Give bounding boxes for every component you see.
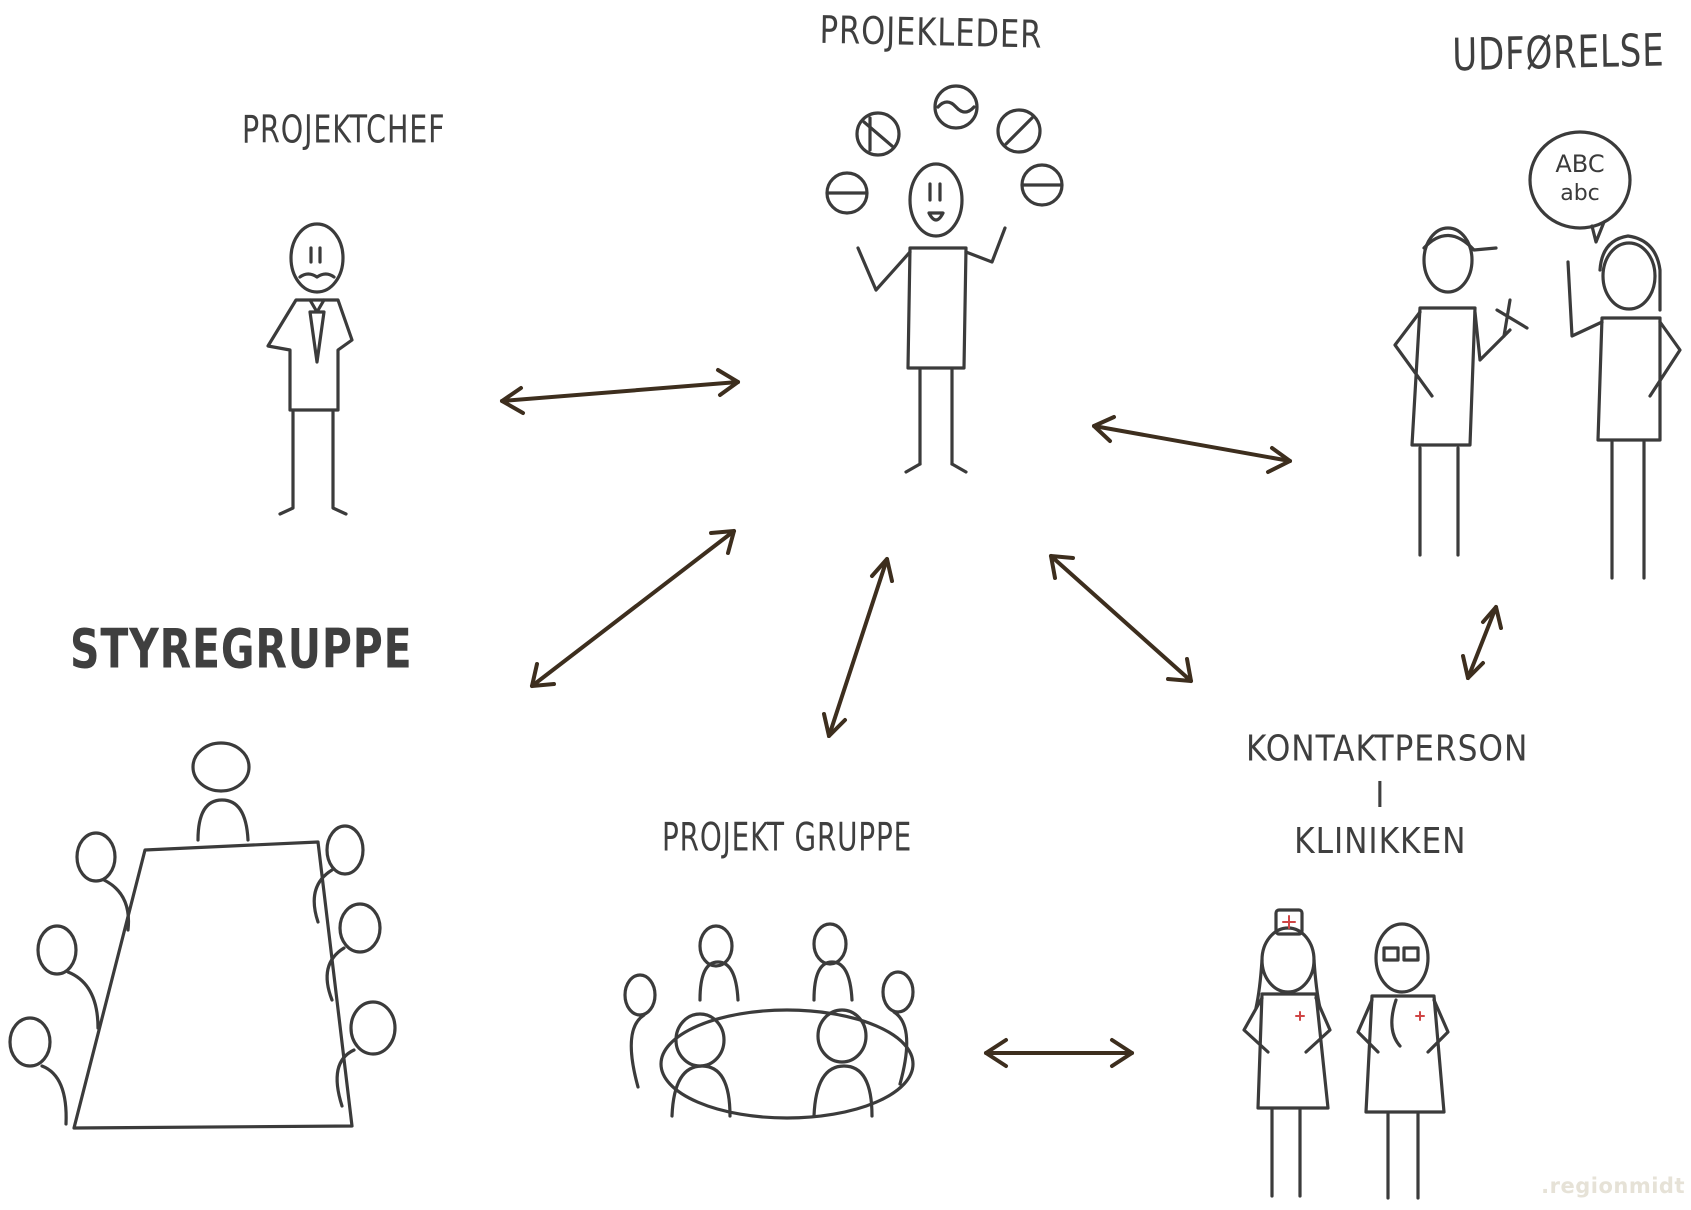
arrow-projekleder-styregruppe	[530, 529, 736, 688]
arrow-projekleder-projektgruppe	[822, 557, 894, 738]
arrow-projekleder-kontaktperson	[1049, 554, 1193, 683]
projektchef-figure	[266, 222, 354, 516]
label-kontaktperson-line3: KLINIKKEN	[1294, 820, 1467, 863]
label-udforelse: UDFØRELSE	[1452, 25, 1665, 82]
arrow-kontaktperson-udforelse	[1461, 605, 1503, 680]
speech-bubble-text-lower: abc	[1560, 181, 1600, 206]
kontaktperson-figures	[1242, 908, 1450, 1200]
udforelse-figures	[1393, 130, 1682, 580]
label-styregruppe: STYREGRUPPE	[70, 618, 413, 681]
label-projektgruppe: PROJEKT GRUPPE	[662, 815, 913, 861]
speech-bubble-text-upper: ABC	[1555, 150, 1604, 178]
label-kontaktperson-line1: KONTAKTPERSON	[1246, 728, 1529, 771]
arrow-projektchef-projekleder	[500, 368, 740, 415]
arrow-projekleder-udforelse	[1092, 415, 1292, 474]
projektgruppe-figure	[623, 922, 915, 1120]
styregruppe-figure	[8, 741, 397, 1130]
arrow-projektgruppe-kontaktperson	[984, 1038, 1134, 1068]
label-kontaktperson-line2: I	[1375, 774, 1386, 817]
label-projektchef: PROJEKTCHEF	[242, 108, 446, 153]
medical-cross-marks	[1282, 915, 1425, 1021]
label-kontaktperson: KONTAKTPERSON I KLINIKKEN	[1246, 726, 1529, 865]
projekleder-figure	[825, 84, 1064, 474]
label-projekleder: PROJEKLEDER	[819, 8, 1043, 58]
watermark-logo: .regionmidt	[1541, 1174, 1685, 1198]
